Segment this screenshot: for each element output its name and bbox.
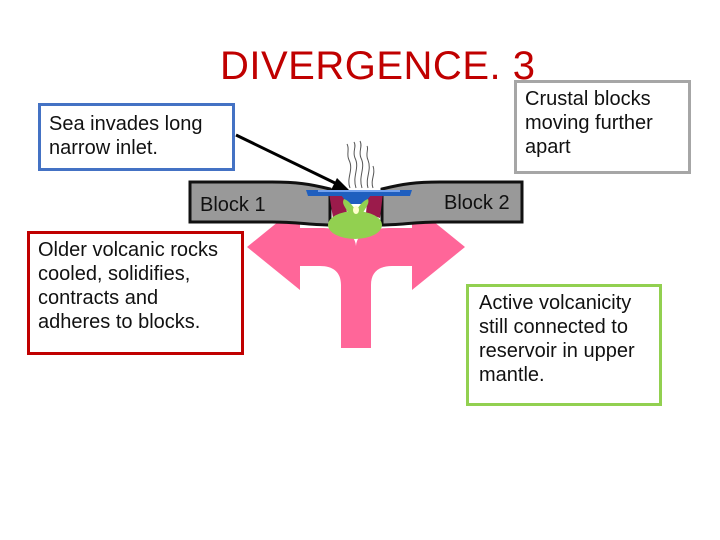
old-rock-left [329, 193, 347, 218]
divergence-arrow [247, 204, 465, 348]
crustal-blocks-label: Crustal blocks moving further apart [514, 80, 691, 174]
magma-reservoir [328, 211, 382, 239]
sea-inlet-label: Sea invades long narrow inlet. [38, 103, 235, 171]
magma-vent-glow [353, 206, 359, 214]
block-2-label: Block 2 [444, 192, 510, 214]
magma-feeder [343, 199, 369, 215]
block-1-label: Block 1 [200, 194, 266, 216]
active-volcanicity-label: Active volcanicity still connected to re… [466, 284, 662, 406]
sea-pointer-line [235, 133, 338, 186]
steam-icon [346, 140, 375, 189]
page-title: DIVERGENCE. 3 [220, 44, 536, 88]
older-volcanic-rocks-label: Older volcanic rocks cooled, solidifies,… [27, 231, 244, 355]
sea-pointer-head [331, 178, 349, 190]
old-rock-right [366, 193, 383, 218]
